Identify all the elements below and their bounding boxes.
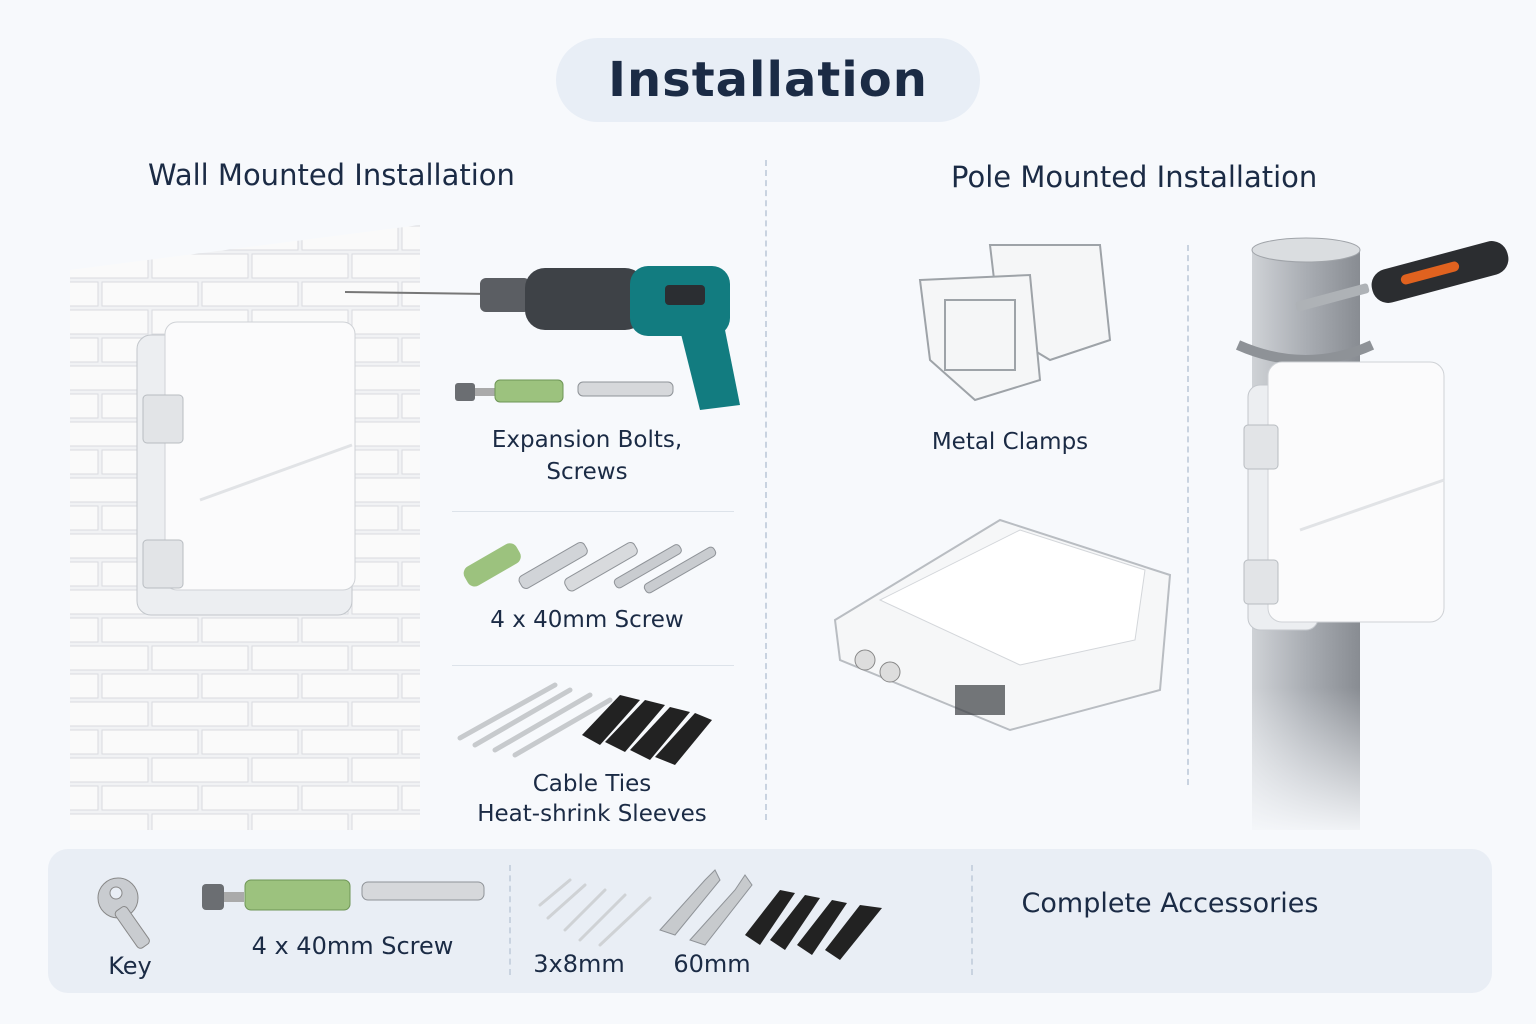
cable-ties-label: Cable Ties Heat-shrink Sleeves bbox=[452, 769, 732, 829]
item-divider bbox=[452, 511, 734, 512]
screwdriver-icon bbox=[1295, 241, 1509, 312]
pole-mounted-box bbox=[1235, 340, 1445, 631]
section-divider bbox=[765, 160, 767, 820]
pole-section-heading: Pole Mounted Installation bbox=[951, 160, 1318, 194]
metal-brackets-icon bbox=[659, 869, 753, 946]
screw-label: 4 x 40mm Screw bbox=[490, 607, 684, 633]
label-line: Heat-shrink Sleeves bbox=[477, 801, 707, 827]
item-divider bbox=[452, 665, 734, 666]
bar-screw-label: 4 x 40mm Screw bbox=[251, 932, 454, 960]
title-pill: Installation bbox=[556, 38, 980, 122]
tie-size-label: 3x8mm bbox=[533, 950, 625, 978]
cable-ties-icon bbox=[457, 682, 613, 758]
wall-section-heading: Wall Mounted Installation bbox=[148, 158, 515, 192]
bolt-and-screw-icon bbox=[202, 879, 485, 911]
key-label: Key bbox=[108, 952, 152, 980]
bar-divider bbox=[509, 865, 511, 975]
screws-icon bbox=[463, 542, 717, 594]
metal-clamps-label: Metal Clamps bbox=[931, 429, 1089, 455]
small-cable-ties-icon bbox=[538, 878, 652, 947]
heat-shrink-sleeves-icon bbox=[582, 695, 712, 765]
complete-accessories-label: Complete Accessories bbox=[1021, 888, 1319, 919]
sleeves-icon bbox=[745, 890, 882, 960]
expansion-bolts-label: Expansion Bolts, Screws bbox=[452, 424, 722, 488]
page-title: Installation bbox=[608, 52, 928, 108]
label-line: Expansion Bolts, bbox=[491, 427, 683, 453]
metal-clamps-icon bbox=[918, 244, 1112, 402]
bar-divider bbox=[971, 865, 973, 975]
distribution-box-open bbox=[833, 518, 1172, 732]
label-line: Screws bbox=[546, 459, 628, 485]
expansion-bolt-icon bbox=[455, 379, 674, 403]
key-icon bbox=[97, 877, 150, 949]
sleeve-size-label: 60mm bbox=[673, 950, 751, 978]
drill-icon bbox=[344, 266, 740, 410]
label-line: Cable Ties bbox=[532, 771, 652, 797]
pole-divider bbox=[1187, 245, 1189, 785]
wall-mounted-box bbox=[136, 321, 356, 616]
